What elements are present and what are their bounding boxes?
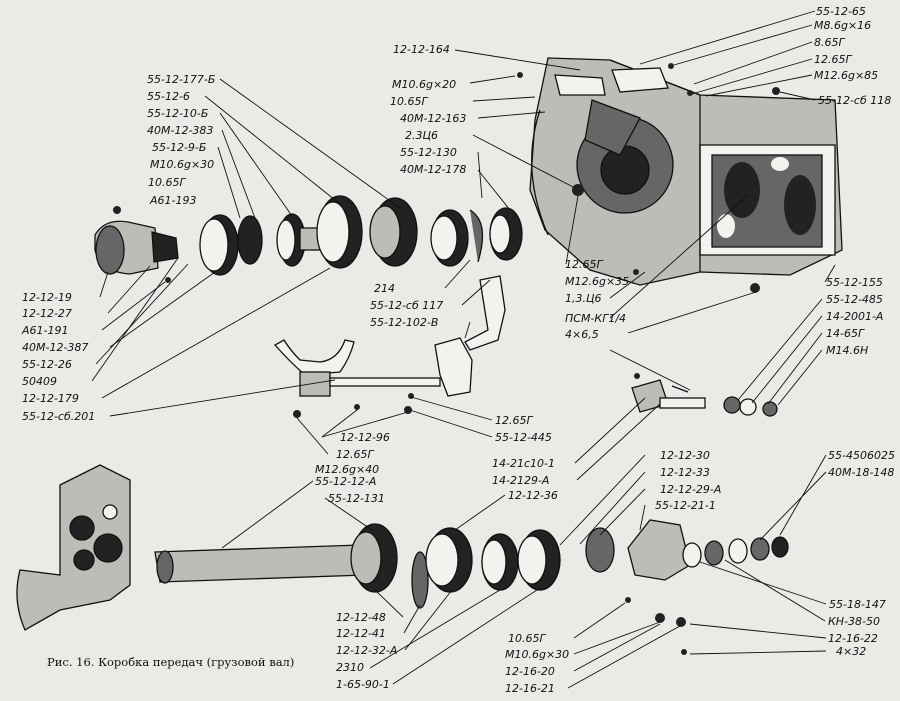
label-a61-193: А61-193	[149, 194, 197, 207]
label-14-2001-a: 14-2001-А	[826, 310, 883, 323]
label-12-12-48: 12-12-48	[336, 611, 386, 624]
label-55-12-6: 55-12-6	[147, 90, 190, 103]
label-55-12-sb-201: 55-12-сб.201	[22, 410, 95, 423]
lower-shaft-gears	[154, 519, 789, 655]
label-10-65g-left: 10.65Г	[148, 176, 186, 189]
label-40m-12-163: 40М-12-163	[400, 112, 466, 125]
label-12-12-36: 12-12-36	[508, 489, 558, 502]
label-10-65g-top: 10.65Г	[390, 95, 428, 108]
label-12-16-21: 12-16-21	[505, 682, 555, 695]
label-m12-bolt-top: М12.6g×85	[814, 69, 878, 82]
label-10-65g-bottom: 10.65Г	[508, 632, 546, 645]
label-12-65g-top: 12.65Г	[814, 53, 852, 66]
label-50409: 50409	[22, 375, 57, 388]
label-psm-kg: ПСМ-КГ1/4	[565, 312, 626, 325]
label-14-21s10-1: 14-21с10-1	[492, 457, 555, 470]
label-55-12-10-b: 55-12-10-Б	[147, 107, 208, 120]
label-12-65g-mid: 12.65Г	[336, 448, 374, 461]
label-12-12-32-a: 12-12-32-А	[336, 644, 397, 657]
label-12-12-96: 12-12-96	[340, 431, 390, 444]
label-m8-bolt: М8.6g×16	[814, 19, 871, 32]
label-55-12-12-a: 55-12-12-А	[315, 475, 376, 488]
label-55-12-9-b: 55-12-9-Б	[152, 141, 206, 154]
label-m14-6n: М14.6Н	[826, 344, 868, 357]
label-12-65g-right: 12.65Г	[565, 258, 603, 271]
label-m12-bolt-mid: М12.6g×40	[315, 463, 379, 476]
label-a61-191: А61-191	[21, 324, 69, 337]
label-12-12-27: 12-12-27	[22, 307, 72, 320]
label-55-12-485: 55-12-485	[826, 293, 883, 306]
label-m10-bolt-top: М10.6g×20	[392, 78, 456, 91]
label-55-12-445: 55-12-445	[495, 431, 552, 444]
label-1-65-90-1: 1-65-90-1	[336, 678, 390, 691]
label-m10-bolt-bottom: М10.6g×30	[505, 648, 569, 661]
figure-caption: Рис. 16. Коробка передач (грузовой вал)	[47, 655, 294, 669]
label-4x6-5: 4×6,5	[565, 328, 599, 341]
label-55-12-21-1: 55-12-21-1	[655, 499, 716, 512]
label-kn-38-50: КН-38-50	[828, 615, 880, 628]
label-55-12-sb-117: 55-12-сб 117	[370, 299, 443, 312]
label-55-12-26: 55-12-26	[22, 358, 72, 371]
label-12-12-29-a: 12-12-29-А	[660, 483, 721, 496]
label-214: 214	[374, 282, 395, 295]
label-55-12-177-b: 55-12-177-Б	[147, 73, 215, 86]
label-2-3ts6: 2.3Ц6	[405, 129, 438, 142]
label-12-16-20: 12-16-20	[505, 665, 555, 678]
label-12-12-164: 12-12-164	[393, 43, 450, 56]
side-shaft-assembly	[517, 63, 780, 417]
part-labels: 55-12-65 М8.6g×16 8.65Г 12.65Г М12.6g×85…	[21, 5, 895, 695]
label-12-12-33: 12-12-33	[660, 466, 710, 479]
label-40m-12-178: 40М-12-178	[400, 163, 466, 176]
gearbox-housing	[529, 57, 843, 286]
label-40m-12-387: 40М-12-387	[22, 341, 88, 354]
label-1-3ts6: 1,3.Ц6	[565, 292, 602, 305]
label-12-65g-fork: 12.65Г	[495, 414, 533, 427]
label-55-12-102-v: 55-12-102-В	[370, 316, 438, 329]
label-12-12-41: 12-12-41	[336, 627, 386, 640]
label-55-18-147: 55-18-147	[829, 598, 886, 611]
label-55-12-130: 55-12-130	[400, 146, 457, 159]
label-55-4506025: 55-4506025	[828, 449, 895, 462]
label-2310: 2310	[336, 661, 364, 674]
label-12-12-179: 12-12-179	[22, 392, 79, 405]
label-55-12-sb-118: 55-12-сб 118	[818, 94, 891, 107]
label-12-12-19: 12-12-19	[22, 291, 72, 304]
shift-forks	[273, 275, 506, 418]
label-55-12-155: 55-12-155	[826, 276, 883, 289]
label-40m-18-148: 40М-18-148	[828, 466, 894, 479]
label-m10-bolt-left: М10.6g×30	[150, 158, 214, 171]
label-m12-bolt-right: М12.6g×35	[565, 275, 629, 288]
label-55-12-131: 55-12-131	[328, 492, 385, 505]
label-55-12-65: 55-12-65	[816, 5, 866, 18]
upper-shaft-gears	[94, 195, 523, 283]
label-40m-12-383: 40М-12-383	[147, 124, 213, 137]
leader-lines	[91, 10, 836, 689]
label-12-16-22: 12-16-22	[828, 632, 878, 645]
label-4x32: 4×32	[836, 645, 866, 658]
label-14-2129-a: 14-2129-А	[492, 474, 549, 487]
label-12-12-30: 12-12-30	[660, 449, 710, 462]
label-8-65g: 8.65Г	[814, 36, 845, 49]
label-14-65g: 14-65Г	[826, 327, 865, 340]
bottom-cover	[16, 464, 131, 631]
